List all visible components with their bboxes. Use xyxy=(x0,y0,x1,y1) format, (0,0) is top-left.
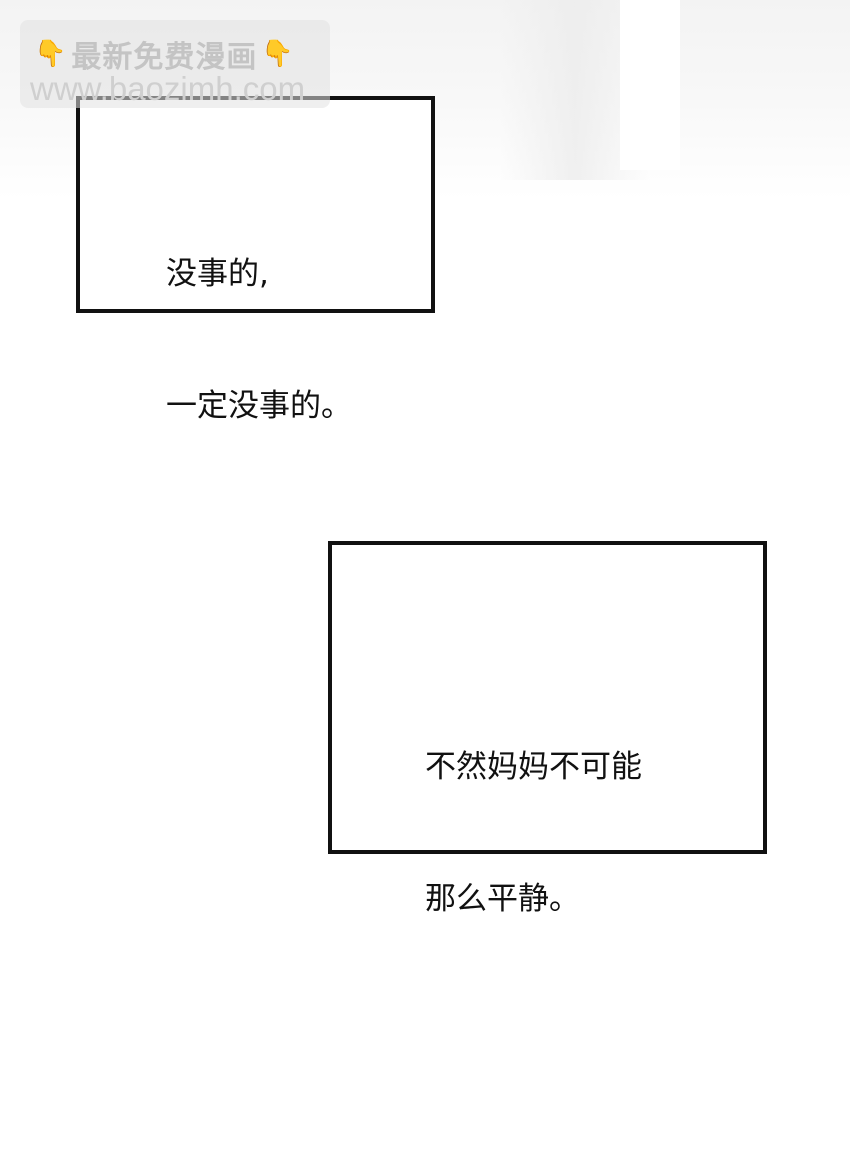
watermark-title: 👇 最新免费漫画 👇 xyxy=(34,32,295,76)
watermark-badge[interactable]: 👇 最新免费漫画 👇 www.baozimh.com xyxy=(20,20,330,108)
pointing-down-hand-icon: 👇 xyxy=(261,39,295,69)
caption-line: 不然妈妈不可能 xyxy=(425,749,642,785)
caption-box-2: 不然妈妈不可能 那么平静。 xyxy=(328,541,767,917)
caption-box-1: 没事的, 一定没事的。 xyxy=(76,96,435,424)
pointing-down-hand-icon: 👇 xyxy=(34,39,68,69)
background-light-streak xyxy=(620,0,680,170)
caption-text-1: 没事的, 一定没事的。 xyxy=(166,164,352,516)
watermark-url[interactable]: www.baozimh.com xyxy=(30,70,306,107)
caption-text-2: 不然妈妈不可能 那么平静。 xyxy=(425,657,642,1009)
caption-line: 一定没事的。 xyxy=(166,388,352,424)
watermark-text: 最新免费漫画 xyxy=(71,40,258,75)
caption-line: 那么平静。 xyxy=(425,881,580,917)
caption-line: 没事的, xyxy=(166,256,269,292)
